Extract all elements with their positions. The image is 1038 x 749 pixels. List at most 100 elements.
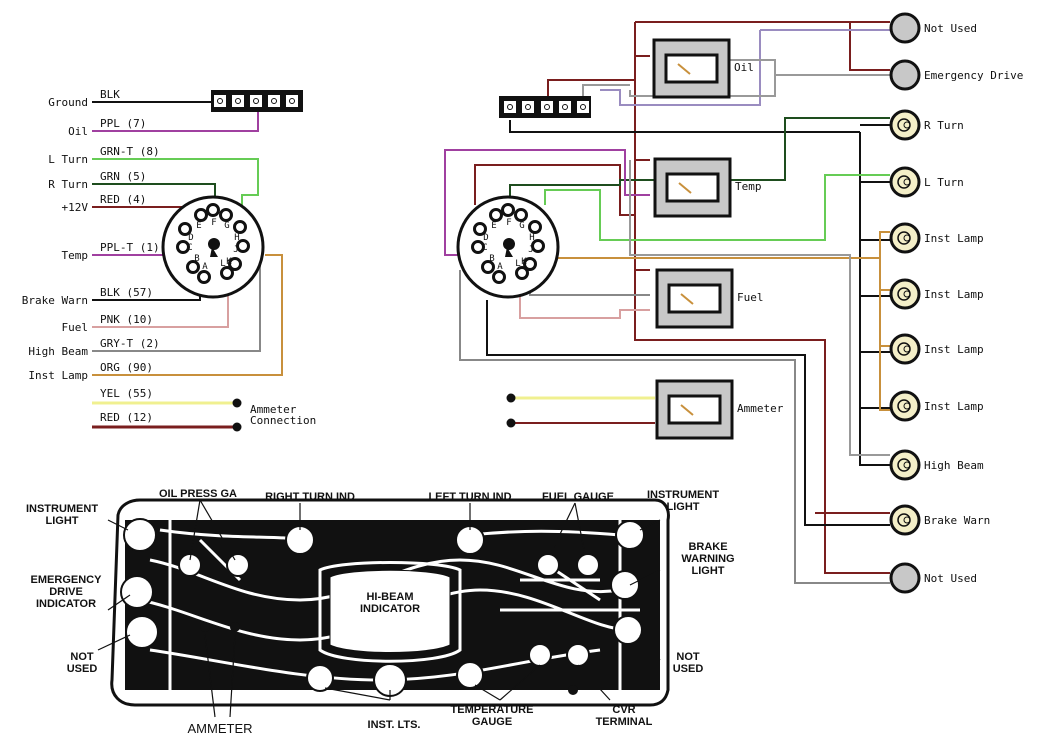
ammeter-wire-code: RED (12) — [100, 411, 153, 424]
ammeter-terminal — [232, 398, 242, 408]
wire-label: Brake Warn — [22, 294, 88, 307]
bulb-label: Not Used — [924, 22, 977, 35]
connector-pin-label: F — [506, 218, 511, 228]
pcb-label-instrument-light-r: INSTRUMENT — [647, 489, 719, 501]
terminal-pin — [577, 101, 589, 113]
pcb-label-inst-lts: INST. LTS. — [368, 719, 421, 731]
terminal-pin — [286, 95, 298, 107]
indicator-bulb: Not Used — [889, 562, 977, 594]
pcb-label-emergency: DRIVE — [49, 586, 83, 598]
wire-label: Temp — [62, 249, 89, 262]
ammeter-connection-label: Connection — [250, 414, 316, 427]
connector-pin-label: J — [528, 245, 533, 255]
pcb-label-ammeter: AMMETER — [188, 721, 253, 736]
connector-pin-label: L — [515, 259, 520, 269]
wire-label: Inst Lamp — [28, 369, 88, 382]
bulb-label: Inst Lamp — [924, 400, 984, 413]
terminal-hole — [253, 98, 259, 104]
pcb-label-not-used-l: NOT — [70, 651, 94, 663]
terminal-hole — [507, 104, 513, 110]
terminal-pin — [504, 101, 516, 113]
pcb-label-instrument-light-r: LIGHT — [667, 501, 700, 513]
connector-pin — [197, 270, 211, 284]
gauge-label: Fuel — [737, 291, 764, 304]
indicator-bulb: Not Used — [889, 12, 977, 44]
wire-label: Oil — [68, 125, 88, 138]
connector-pin-label: E — [491, 221, 496, 231]
wire-code: PPL-T (1) — [100, 241, 160, 254]
wire — [92, 285, 229, 328]
connector-pin — [219, 208, 233, 222]
wire-code: GRY-T (2) — [100, 337, 160, 350]
bulb-label: Brake Warn — [924, 514, 990, 527]
wire-label: R Turn — [48, 178, 88, 191]
connector-pin-label: D — [483, 233, 488, 243]
pcb-label-fuel-gauge: FUEL GAUGE — [542, 491, 614, 503]
wire-code: RED (4) — [100, 193, 146, 206]
wire-code: PPL (7) — [100, 117, 146, 130]
connector-pin — [514, 208, 528, 222]
connector-pin-label: D — [188, 233, 193, 243]
pcb-label-temp-gauge: TEMPERATURE — [451, 704, 534, 716]
wire-label: Ground — [48, 96, 88, 109]
right-schematic — [444, 21, 890, 584]
terminal-pin — [559, 101, 571, 113]
connector-pin — [228, 257, 242, 271]
ammeter-terminal — [506, 418, 516, 428]
connector-pin-label: K — [521, 257, 527, 267]
connector-pin — [220, 266, 234, 280]
connector-pin — [178, 222, 192, 236]
ammeter-wire-code: YEL (55) — [100, 387, 153, 400]
indicator-bulb: Inst Lamp — [889, 390, 984, 422]
terminal-pin — [268, 95, 280, 107]
pcb-label-oil-press: OIL PRESS GA — [159, 488, 237, 500]
connector-pin — [471, 240, 485, 254]
pcb-label-not-used-r: USED — [673, 663, 704, 675]
terminal-hole — [235, 98, 241, 104]
terminal-pin — [232, 95, 244, 107]
pcb-label-cvr: TERMINAL — [596, 716, 653, 728]
indicator-bulb: Inst Lamp — [889, 222, 984, 254]
connector-pin-label: J — [233, 245, 238, 255]
connector-pin-label: L — [220, 259, 225, 269]
connector-pin — [233, 220, 247, 234]
pcb-label-temp-gauge: GAUGE — [472, 716, 512, 728]
gauge: Oil — [652, 38, 754, 99]
connector-pin — [531, 239, 545, 253]
connector-pin — [528, 220, 542, 234]
terminal-hole — [525, 104, 531, 110]
connector-pin — [194, 208, 208, 222]
connector-pin — [515, 266, 529, 280]
gauge: Temp — [653, 157, 762, 218]
pcb-label-emergency: INDICATOR — [36, 598, 96, 610]
bulb-label: Inst Lamp — [924, 232, 984, 245]
bulb-label: Emergency Drive — [924, 69, 1023, 82]
ammeter-terminal — [506, 393, 516, 403]
pcb-label-instrument-light-l: INSTRUMENT — [26, 503, 98, 515]
wire-code: ORG (90) — [100, 361, 153, 374]
connector-pin-label: G — [224, 221, 229, 231]
pcb-label-not-used-r: NOT — [676, 651, 700, 663]
terminal-hole — [544, 104, 550, 110]
indicator-bulb: Brake Warn — [889, 504, 990, 536]
terminal-pin — [541, 101, 553, 113]
connector-pin-label: A — [497, 262, 503, 272]
gauge-label: Temp — [735, 180, 762, 193]
wire — [92, 254, 283, 376]
indicator-bulb: Inst Lamp — [889, 278, 984, 310]
ammeter-connection-label: Ammeter — [250, 403, 297, 416]
connector-pin — [492, 270, 506, 284]
wire-label: L Turn — [48, 153, 88, 166]
pcb-label-brake-warning: WARNING — [681, 553, 734, 565]
wire — [92, 158, 259, 210]
connector-pin-label: B — [194, 254, 199, 264]
pcb-label-cvr: CVR — [612, 704, 635, 716]
wire — [92, 206, 193, 210]
pcb-label-hi-beam: INDICATOR — [360, 603, 420, 615]
connector-pin — [473, 222, 487, 236]
pcb-label-brake-warning: BRAKE — [688, 541, 727, 553]
terminal-hole — [217, 98, 223, 104]
terminal-hole — [562, 104, 568, 110]
